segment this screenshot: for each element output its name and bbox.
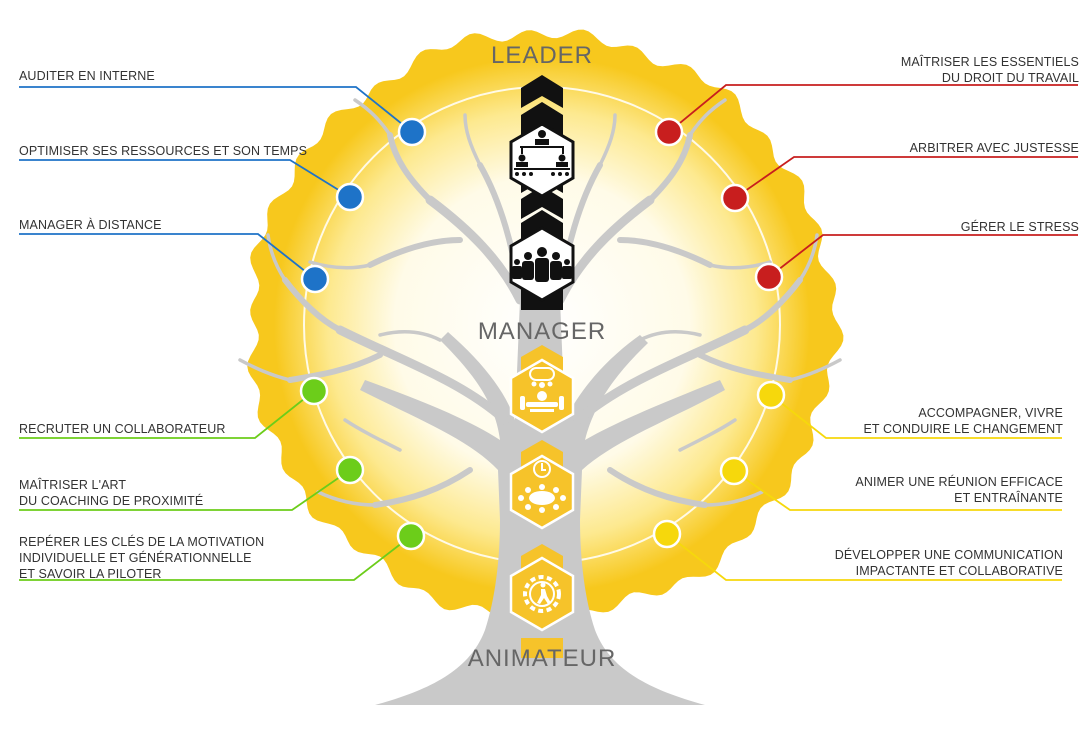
clock-meeting-icon: [509, 454, 575, 530]
connector-line-red: [768, 234, 1078, 278]
skill-label-blue-3[interactable]: MANAGER À DISTANCE: [19, 218, 162, 232]
connector-line-blue: [19, 159, 351, 198]
skill-label-blue-1[interactable]: AUDITER EN INTERNE: [19, 69, 155, 83]
connector-line-yellow: [733, 470, 1062, 511]
skill-dot-green[interactable]: [396, 521, 426, 551]
connector-line-green: [19, 535, 412, 581]
skill-dot-blue[interactable]: [335, 182, 365, 212]
skill-label-blue-2[interactable]: OPTIMISER SES RESSOURCES ET SON TEMPS: [19, 144, 308, 158]
skill-dot-red[interactable]: [754, 262, 784, 292]
skill-dot-red[interactable]: [720, 183, 750, 213]
skill-label-green-1[interactable]: RECRUTER UN COLLABORATEUR: [19, 422, 226, 436]
skill-dot-yellow[interactable]: [756, 380, 786, 410]
connector-line-green: [19, 469, 351, 511]
skill-dot-green[interactable]: [335, 455, 365, 485]
skill-dot-red[interactable]: [654, 117, 684, 147]
meeting-table-icon: [509, 358, 575, 434]
level-title-manager: MANAGER: [477, 318, 607, 345]
connector-line-blue: [19, 86, 413, 133]
gear-walker-icon: [509, 556, 575, 632]
connector-line-yellow: [666, 533, 1062, 581]
skill-dot-yellow[interactable]: [719, 456, 749, 486]
level-title-leader: LEADER: [490, 42, 594, 69]
org-chart-icon: [509, 122, 575, 198]
skill-label-red-2[interactable]: ARBITRER AVEC JUSTESSE: [909, 141, 1079, 155]
level-title-animateur: ANIMATEUR: [467, 645, 617, 672]
skill-dot-yellow[interactable]: [652, 519, 682, 549]
connector-line-red: [734, 156, 1078, 199]
skill-dot-blue[interactable]: [300, 264, 330, 294]
connector-line-red: [668, 84, 1078, 133]
team-group-icon: [509, 226, 575, 302]
skill-dot-blue[interactable]: [397, 117, 427, 147]
skill-label-red-3[interactable]: GÉRER LE STRESS: [960, 220, 1079, 234]
connector-line-yellow: [770, 394, 1062, 439]
skill-dot-green[interactable]: [299, 376, 329, 406]
connector-line-blue: [19, 233, 316, 280]
connector-line-green: [19, 390, 315, 439]
